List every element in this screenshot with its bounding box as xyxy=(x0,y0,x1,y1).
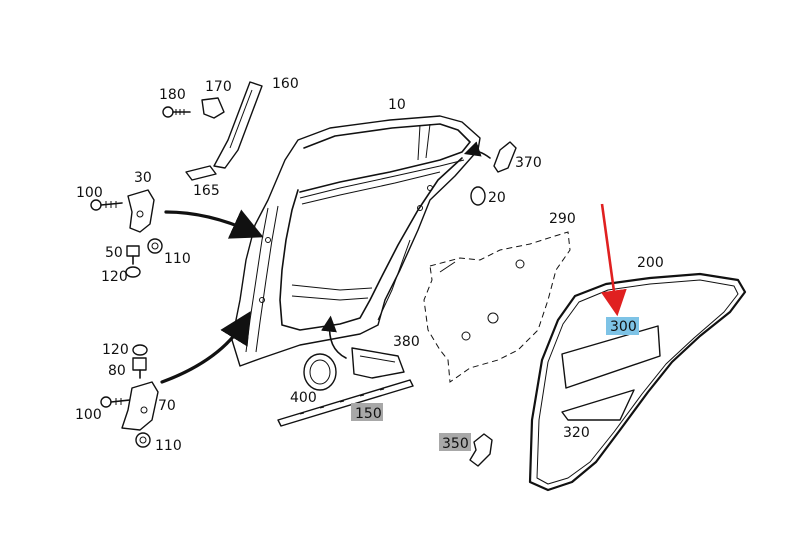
arrow-30-to-door xyxy=(164,209,264,239)
label-180: 180 xyxy=(159,87,186,103)
label-70: 70 xyxy=(158,398,176,414)
arrow-370-to-door xyxy=(463,141,491,159)
label-100-upper: 100 xyxy=(76,185,103,201)
label-160: 160 xyxy=(272,76,299,92)
arrow-380-to-door xyxy=(320,315,347,359)
door-shell-drawing xyxy=(231,115,481,367)
label-320: 320 xyxy=(563,425,590,441)
part-110-nut-upper xyxy=(147,238,163,254)
part-400-speaker-ring xyxy=(303,353,337,391)
part-80-bolt xyxy=(132,357,147,379)
label-20: 20 xyxy=(488,190,506,206)
part-100-screw-lower xyxy=(100,396,131,408)
part-290-vapor-barrier xyxy=(423,231,571,383)
label-290: 290 xyxy=(549,211,576,227)
part-320-piece xyxy=(561,389,635,421)
part-350-hose xyxy=(469,433,493,467)
label-165: 165 xyxy=(193,183,220,199)
part-150-strip xyxy=(277,379,414,427)
label-400: 400 xyxy=(290,390,317,406)
part-110-nut-lower xyxy=(135,432,151,448)
label-120-lower: 120 xyxy=(102,342,129,358)
part-70-hinge xyxy=(121,381,159,431)
part-180-screw xyxy=(162,106,191,118)
part-300-panel xyxy=(561,325,661,389)
label-300: 300 xyxy=(610,319,637,335)
part-100-screw-upper xyxy=(90,199,123,211)
part-380-bracket xyxy=(351,347,405,379)
arrow-70-to-door xyxy=(160,311,251,384)
label-200: 200 xyxy=(637,255,664,271)
label-350: 350 xyxy=(442,436,469,452)
label-30: 30 xyxy=(134,170,152,186)
label-120-upper: 120 xyxy=(101,269,128,285)
part-370-trim xyxy=(493,141,517,173)
label-50: 50 xyxy=(105,245,123,261)
part-20-grommet xyxy=(470,186,486,206)
part-50-bolt xyxy=(126,245,140,265)
label-110-lower: 110 xyxy=(155,438,182,454)
red-pointer-arrow xyxy=(600,203,627,317)
part-160-trim-strip xyxy=(213,81,263,169)
part-170-clip xyxy=(201,97,225,119)
highlight-300 xyxy=(606,317,639,335)
part-120-nut-lower xyxy=(132,344,148,356)
label-110-upper: 110 xyxy=(164,251,191,267)
part-165-bracket xyxy=(185,165,217,181)
label-10: 10 xyxy=(388,97,406,113)
label-380: 380 xyxy=(393,334,420,350)
highlight-150 xyxy=(351,403,383,421)
part-200-weatherstrip xyxy=(528,272,747,492)
part-120-nut-upper xyxy=(125,266,141,278)
label-370: 370 xyxy=(515,155,542,171)
highlight-350 xyxy=(439,433,471,451)
label-80: 80 xyxy=(108,363,126,379)
label-100-lower: 100 xyxy=(75,407,102,423)
label-150: 150 xyxy=(355,406,382,422)
label-170: 170 xyxy=(205,79,232,95)
